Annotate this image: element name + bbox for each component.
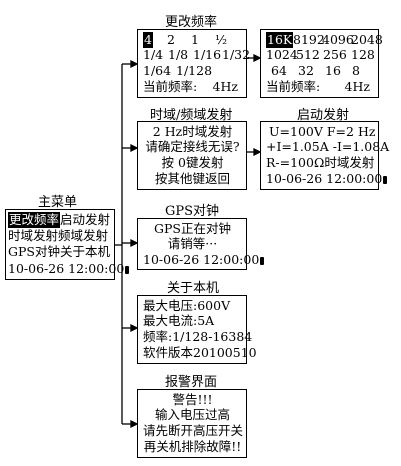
menu-item-start-transmit[interactable]: 启动发射: [60, 212, 111, 227]
freq-option[interactable]: 64: [271, 63, 287, 78]
gps-line: 请销等···: [167, 236, 218, 251]
current-freq-row: 当前频率: 4Hz: [143, 79, 242, 95]
transmit-line: 按其他键返回: [154, 171, 230, 186]
transmit-line: 请确定接线无误?: [145, 139, 240, 154]
transmit-screen: 2 Hz时域发射 请确定接线无误? 按 0键发射 按其他键返回: [137, 121, 247, 190]
datetime: 10-06-26 12:00:00: [143, 252, 260, 267]
datetime: 10-06-26 12:00:00: [266, 171, 383, 186]
about-line: 软件版本20100510: [143, 345, 257, 360]
freq-grid-row: 16K819240962048: [266, 32, 383, 48]
freq-option[interactable]: 512: [296, 47, 320, 62]
menu-item-time-domain[interactable]: 时域发射: [8, 228, 59, 243]
alarm-screen-title: 报警界面: [165, 375, 218, 390]
freq-option[interactable]: 1/64: [143, 63, 172, 78]
menu-item-about[interactable]: 关于本机: [59, 244, 110, 259]
menu-item-freq-domain[interactable]: 频域发射: [58, 228, 109, 243]
about-line: 最大电流:5A: [143, 313, 215, 328]
main-menu-title: 主菜单: [38, 195, 78, 210]
start-screen: U=100V F=2 Hz +I=1.05A -I=1.08A R-=100Ω时…: [260, 121, 390, 190]
freq-option[interactable]: 128: [351, 47, 375, 62]
current-freq-label: 当前频率:: [266, 79, 321, 94]
gps-screen: GPS正在对钟 请销等··· 10-06-26 12:00:00: [137, 218, 265, 270]
freq-option[interactable]: 1/16: [193, 47, 222, 62]
battery-icon: [383, 176, 388, 184]
transmit-line: 按 0键发射: [161, 155, 224, 170]
freq-option[interactable]: 256: [323, 47, 347, 62]
freq-option[interactable]: 2048: [351, 32, 383, 47]
freq-option[interactable]: 2: [167, 32, 175, 47]
datetime-row: 10-06-26 12:00:00: [266, 171, 388, 187]
alarm-line: 请先断开高压开关: [143, 423, 244, 438]
freq-option[interactable]: 8: [352, 63, 360, 78]
freq-grid-row: 1/64 1/128: [143, 63, 242, 79]
freq-option[interactable]: 4096: [322, 32, 354, 47]
start-line: +I=1.05A -I=1.08A: [266, 139, 390, 154]
about-screen-title: 关于本机: [167, 281, 220, 296]
freq-screen-title: 更改频率: [165, 15, 218, 30]
current-freq-label: 当前频率:: [143, 79, 198, 94]
gps-screen-title: GPS对钟: [165, 204, 220, 219]
alarm-line: 警告!!!: [172, 392, 213, 407]
battery-icon: [260, 257, 265, 265]
current-freq-value: 4Hz: [344, 79, 370, 94]
freq-option-selected[interactable]: 16K: [266, 32, 294, 48]
freq-option[interactable]: 32: [298, 63, 314, 78]
about-screen: 最大电压:600V 最大电流:5A 频率:1/128-16384 软件版本201…: [137, 295, 257, 364]
freq-option-selected[interactable]: 4: [143, 32, 153, 48]
main-menu-screen: 更改频率启动发射 时域发射频域发射 GPS对钟关于本机 10-06-26 12:…: [5, 209, 130, 280]
freq-grid-row: 1/4 1/8 1/161/32: [143, 47, 250, 63]
freq-option[interactable]: 16: [325, 63, 341, 78]
main-menu-row: 时域发射频域发射: [8, 228, 110, 244]
freq-grid-row: 64 32 16 8: [271, 63, 374, 79]
start-line: R-=100Ω时域发射: [266, 155, 375, 170]
freq-option[interactable]: 1/8: [168, 47, 189, 62]
main-menu-row: GPS对钟关于本机: [8, 244, 110, 260]
main-menu-row: 更改频率启动发射: [8, 212, 110, 228]
freq-option[interactable]: 8192: [293, 32, 325, 47]
menu-item-change-frequency[interactable]: 更改频率: [8, 212, 61, 228]
alarm-line: 输入电压过高: [154, 407, 230, 422]
current-freq-row: 当前频率: 4Hz: [266, 79, 374, 95]
datetime-row: 10-06-26 12:00:00: [143, 252, 265, 268]
current-freq-value: 4Hz: [212, 79, 238, 94]
freq-option[interactable]: 1/4: [143, 47, 164, 62]
start-screen-title: 启动发射: [297, 108, 350, 123]
transmit-line: 2 Hz时域发射: [152, 124, 233, 139]
alarm-line: 再关机排除故障!!: [143, 439, 242, 454]
transmit-screen-title: 时域/频域发射: [150, 108, 233, 123]
freq-option[interactable]: 1024: [266, 47, 298, 62]
start-line: U=100V F=2 Hz: [269, 124, 376, 139]
gps-line: GPS正在对钟: [154, 221, 231, 236]
menu-item-gps-sync[interactable]: GPS对钟: [8, 244, 60, 259]
datetime: 10-06-26 12:00:00: [8, 261, 125, 276]
battery-icon: [125, 266, 130, 274]
datetime-row: 10-06-26 12:00:00: [8, 261, 130, 277]
freq-option[interactable]: 1/32: [222, 47, 251, 62]
freq-option[interactable]: ½: [215, 32, 228, 47]
about-line: 频率:1/128-16384: [143, 329, 253, 344]
freq-option[interactable]: 1: [191, 32, 199, 47]
alarm-screen: 警告!!! 输入电压过高 请先断开高压开关 再关机排除故障!!: [137, 389, 247, 458]
freq-option[interactable]: 1/128: [176, 63, 213, 78]
about-line: 最大电压:600V: [143, 298, 231, 313]
